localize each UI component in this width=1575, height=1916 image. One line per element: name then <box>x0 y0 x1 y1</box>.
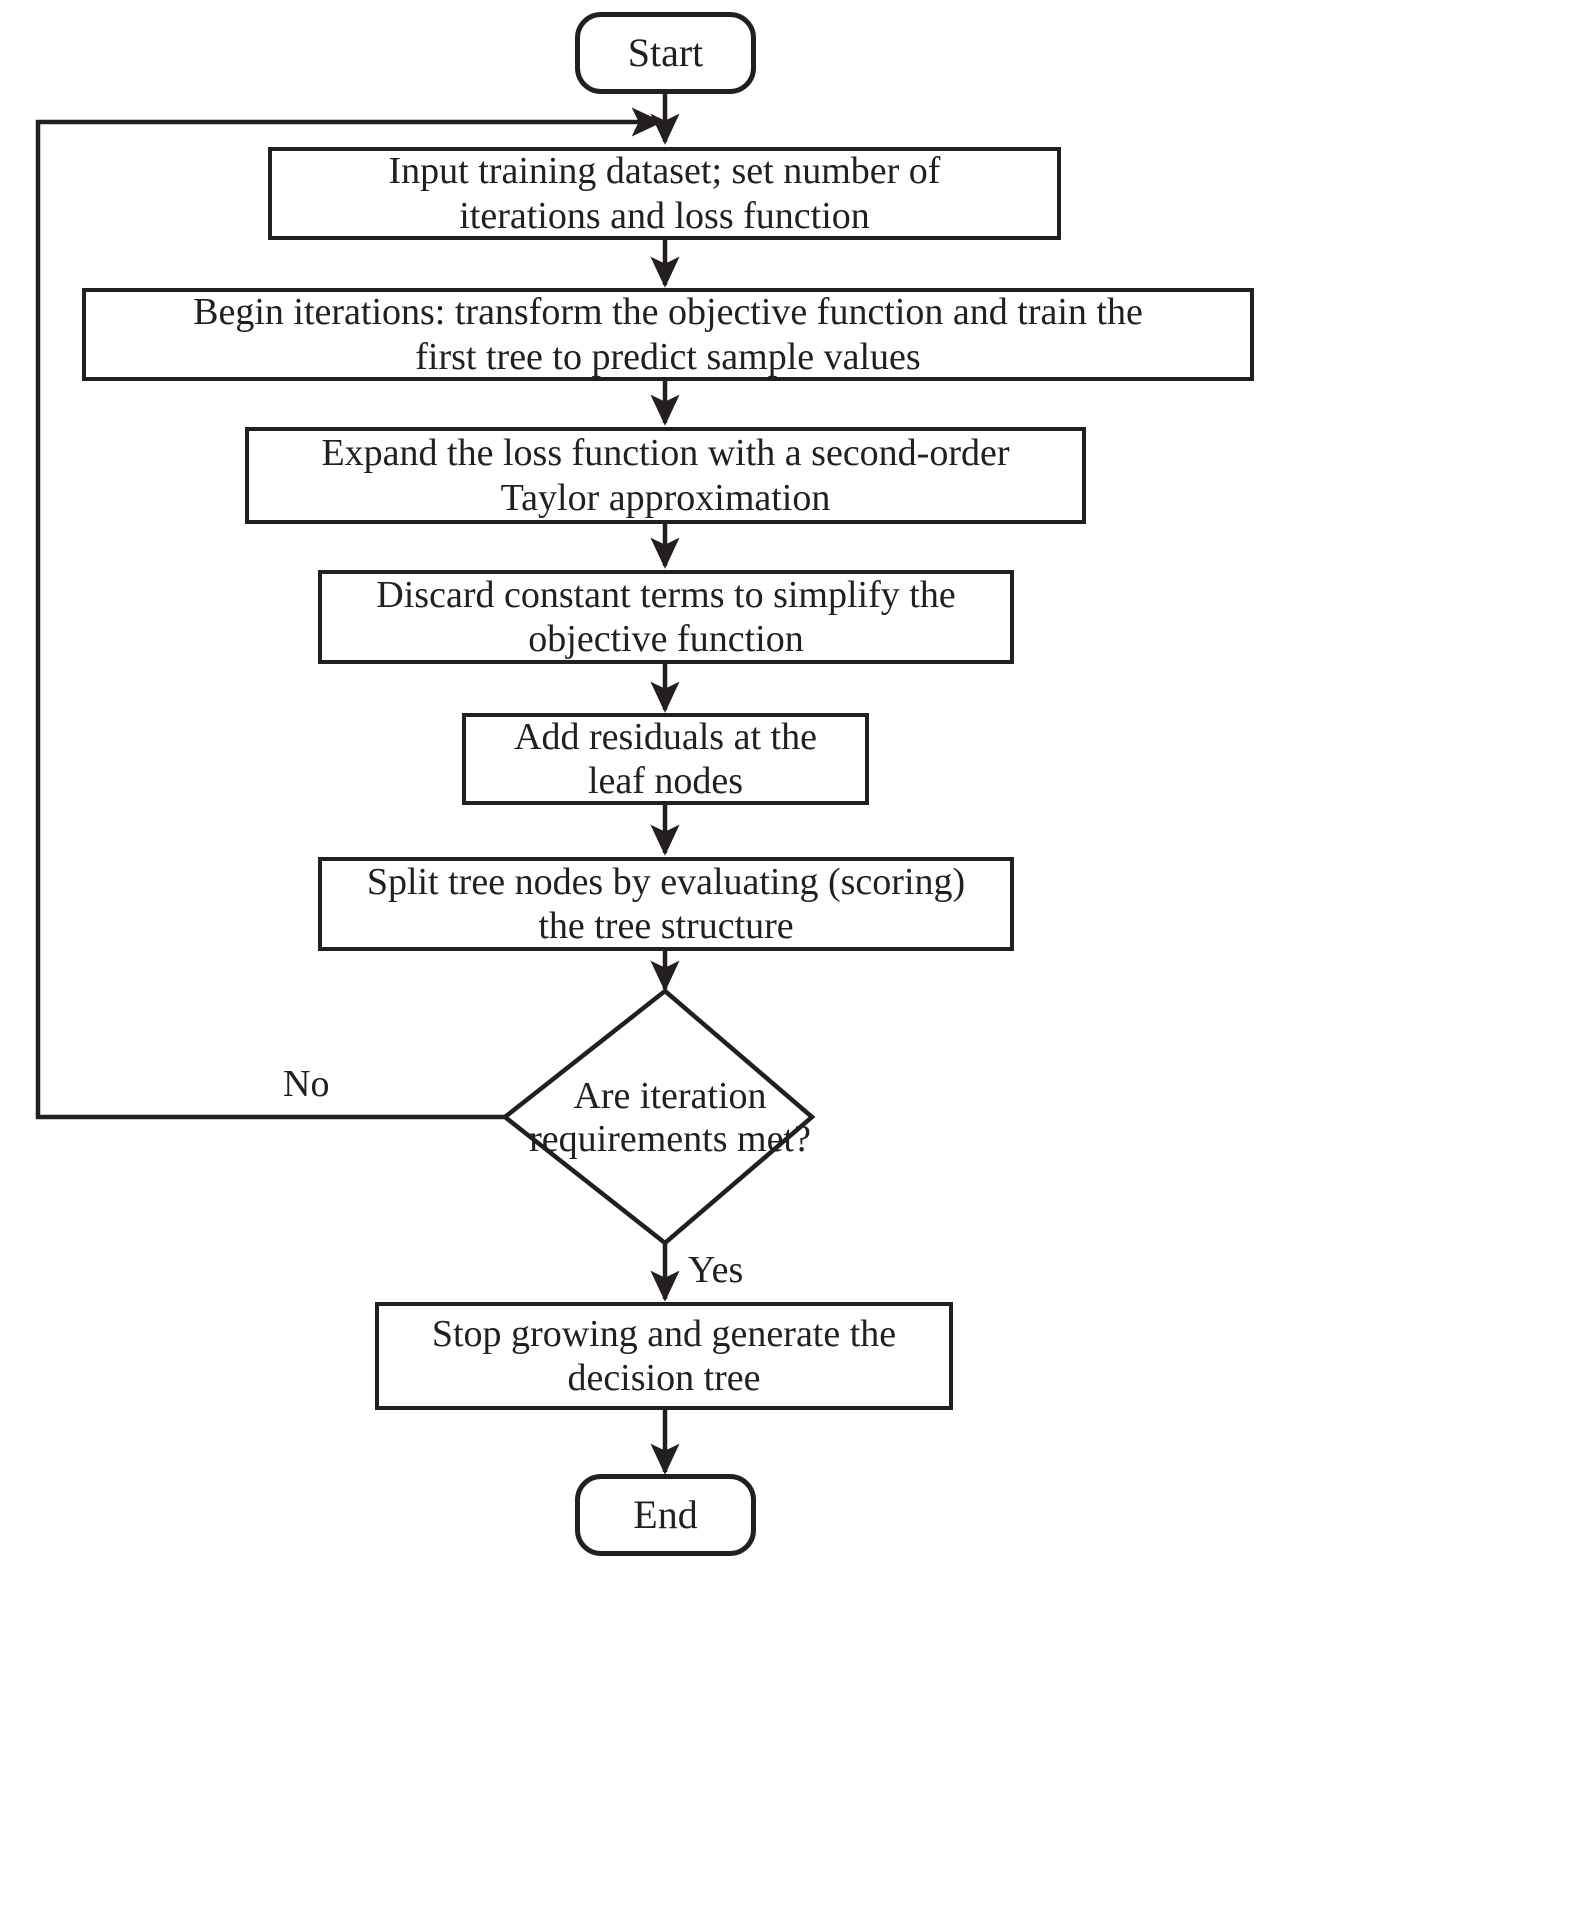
edge-label-no-text: No <box>283 1063 330 1105</box>
node-input-line2: iterations and loss function <box>459 194 870 237</box>
edge-label-yes: Yes <box>688 1248 743 1292</box>
node-residual-line2: leaf nodes <box>587 760 744 802</box>
node-discard-constant-terms[interactable]: Discard constant terms to simplify the o… <box>318 570 1014 664</box>
node-stop-line2: decision tree <box>567 1357 761 1399</box>
node-begin-iterations[interactable]: Begin iterations: transform the objectiv… <box>82 288 1254 381</box>
edge-label-no: No <box>283 1062 329 1106</box>
node-discard-line2: objective function <box>528 618 804 660</box>
node-split-tree-nodes[interactable]: Split tree nodes by evaluating (scoring)… <box>318 857 1014 951</box>
decision-diamond <box>501 988 816 1246</box>
edge-label-yes-text: Yes <box>688 1249 744 1291</box>
node-expand-loss-function[interactable]: Expand the loss function with a second-o… <box>245 427 1086 524</box>
node-stop-growing[interactable]: Stop growing and generate the decision t… <box>375 1302 953 1410</box>
node-start[interactable]: Start <box>575 12 756 94</box>
node-expand-line2: Taylor approximation <box>500 476 831 519</box>
node-start-label: Start <box>627 29 704 75</box>
node-discard-line1: Discard constant terms to simplify the <box>376 573 956 616</box>
node-end-label: End <box>633 1491 698 1537</box>
node-input-training-dataset[interactable]: Input training dataset; set number of it… <box>268 147 1061 240</box>
node-split-line2: the tree structure <box>538 905 794 947</box>
node-expand-line1: Expand the loss function with a second-o… <box>321 432 1010 475</box>
node-input-line1: Input training dataset; set number of <box>388 150 941 193</box>
node-begin-line2: first tree to predict sample values <box>415 335 921 378</box>
node-residual-line1: Add residuals at the <box>514 715 817 758</box>
node-add-residuals[interactable]: Add residuals at the leaf nodes <box>462 713 869 805</box>
edge-no-loopback <box>35 107 663 1120</box>
node-begin-line1: Begin iterations: transform the objectiv… <box>193 291 1143 334</box>
node-stop-line1: Stop growing and generate the <box>431 1312 897 1355</box>
node-split-line1: Split tree nodes by evaluating (scoring) <box>366 860 966 903</box>
node-end[interactable]: End <box>575 1474 756 1556</box>
